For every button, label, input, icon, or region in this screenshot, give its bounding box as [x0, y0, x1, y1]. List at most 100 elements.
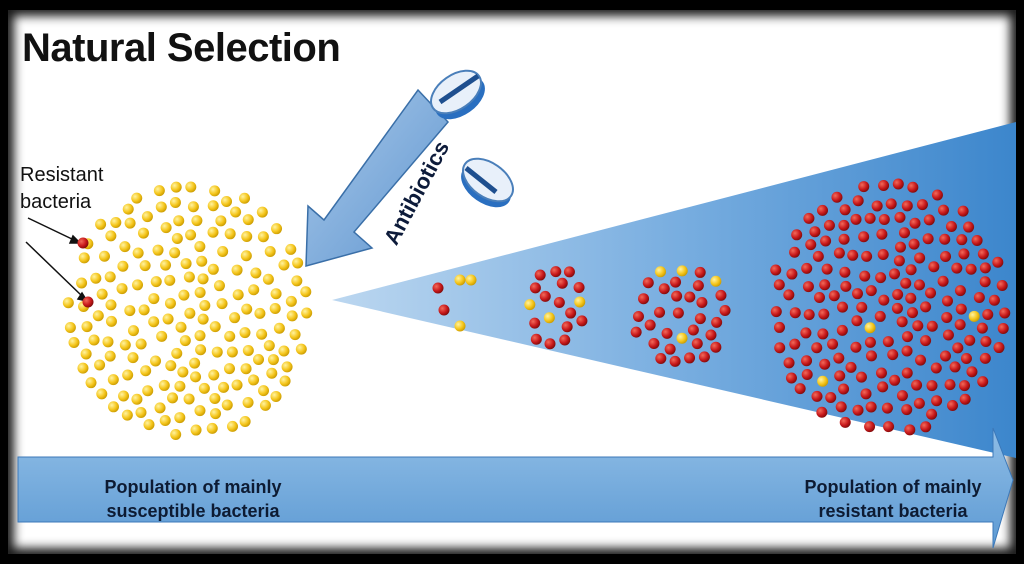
- resistant-bacterium: [865, 350, 877, 362]
- resistant-bacterium: [964, 334, 976, 346]
- susceptible-bacterium: [281, 361, 293, 373]
- susceptible-bacterium: [267, 354, 279, 366]
- resistant-bacterium: [783, 289, 795, 301]
- resistant-bacterium: [828, 290, 840, 302]
- susceptible-bacterium: [258, 385, 270, 397]
- resistant-bacterium: [559, 334, 571, 346]
- susceptible-bacterium: [195, 344, 207, 356]
- susceptible-bacterium: [226, 420, 238, 432]
- resistant-bacterium: [955, 303, 967, 315]
- resistant-bacterium: [785, 372, 797, 384]
- resistant-bacterium: [827, 338, 839, 350]
- resistant-bacterium: [926, 408, 938, 420]
- resistant-bacterium: [931, 189, 943, 201]
- susceptible-bacterium: [135, 407, 147, 419]
- susceptible-bacterium: [207, 263, 219, 275]
- right-caption: Population of mainly resistant bacteria: [778, 475, 1008, 523]
- susceptible-bacterium: [259, 399, 271, 411]
- susceptible-bacterium: [187, 201, 199, 213]
- susceptible-bacterium: [170, 181, 182, 193]
- resistant-bacterium: [544, 338, 556, 350]
- resistant-bacterium: [669, 355, 681, 367]
- natural-selection-diagram: [17, 69, 1016, 549]
- resistant-bacterium: [999, 307, 1011, 319]
- resistant-bacterium: [573, 281, 585, 293]
- resistant-bacterium: [941, 295, 953, 307]
- susceptible-bacterium: [207, 200, 219, 212]
- susceptible-bacterium: [224, 330, 236, 342]
- resistant-bacterium: [783, 357, 795, 369]
- susceptible-bacterium: [194, 241, 206, 253]
- page-title: Natural Selection: [22, 26, 341, 70]
- susceptible-bacterium: [185, 229, 197, 241]
- resistant-bacterium: [819, 358, 831, 370]
- resistant-bacterium: [556, 277, 568, 289]
- resistant-bacterium: [825, 392, 837, 404]
- susceptible-bacterium: [208, 369, 220, 381]
- susceptible-bacterium: [178, 289, 190, 301]
- susceptible-bacterium: [197, 313, 209, 325]
- susceptible-bacterium: [104, 350, 116, 362]
- resistant-bacterium: [926, 380, 938, 392]
- resistant-bacterium: [850, 341, 862, 353]
- susceptible-bacterium: [62, 297, 74, 309]
- susceptible-bacterium: [242, 344, 254, 356]
- susceptible-bacterium: [239, 327, 251, 339]
- susceptible-bacterium: [153, 185, 165, 197]
- susceptible-bacterium: [185, 181, 197, 193]
- susceptible-bacterium: [165, 360, 177, 372]
- resistant-bacterium: [949, 361, 961, 373]
- resistant-bacterium: [920, 335, 932, 347]
- susceptible-bacterium: [215, 215, 227, 227]
- resistant-bacterium: [900, 277, 912, 289]
- resistant-bacterium: [561, 321, 573, 333]
- susceptible-bacterium: [210, 408, 222, 420]
- susceptible-bacterium: [968, 310, 980, 322]
- resistant-bacterium: [859, 270, 871, 282]
- resistant-bacterium: [892, 178, 904, 190]
- susceptible-bacterium: [96, 288, 108, 300]
- resistant-bacterium: [960, 353, 972, 365]
- susceptible-bacterium: [232, 289, 244, 301]
- resistant-bacterium: [529, 317, 541, 329]
- resistant-bacterium: [937, 204, 949, 216]
- resistant-bacterium: [875, 272, 887, 284]
- resistant-bacterium: [875, 367, 887, 379]
- resistant-bacterium: [913, 397, 925, 409]
- susceptible-bacterium: [211, 346, 223, 358]
- susceptible-bacterium: [105, 315, 117, 327]
- resistant-bacterium: [698, 351, 710, 363]
- resistant-bacterium: [809, 226, 821, 238]
- susceptible-bacterium: [242, 397, 254, 409]
- susceptible-bacterium: [295, 343, 307, 355]
- resistant-bacterium: [812, 250, 824, 262]
- susceptible-bacterium: [190, 424, 202, 436]
- resistant-bacterium: [851, 288, 863, 300]
- resistant-bacterium: [711, 316, 723, 328]
- susceptible-bacterium: [301, 307, 313, 319]
- susceptible-bacterium: [105, 299, 117, 311]
- susceptible-bacterium: [68, 337, 80, 349]
- resistant-bacterium: [963, 221, 975, 233]
- resistant-bacterium: [966, 366, 978, 378]
- resistant-bacterium: [845, 361, 857, 373]
- susceptible-bacterium: [141, 211, 153, 223]
- susceptible-bacterium: [465, 274, 477, 286]
- susceptible-bacterium: [169, 247, 181, 259]
- resistant-bacterium: [852, 195, 864, 207]
- resistant-bacterium: [770, 264, 782, 276]
- resistant-bacterium: [931, 395, 943, 407]
- resistant-bacterium: [882, 336, 894, 348]
- resistant-bacterium: [885, 198, 897, 210]
- susceptible-bacterium: [132, 279, 144, 291]
- resistant-bacterium: [954, 285, 966, 297]
- susceptible-bacterium: [122, 203, 134, 215]
- resistant-bacterium: [553, 297, 565, 309]
- resistant-bacterium: [838, 219, 850, 231]
- resistant-bacterium: [865, 401, 877, 413]
- resistant-bacterium: [947, 400, 959, 412]
- resistant-bacterium: [855, 371, 867, 383]
- susceptible-bacterium: [170, 428, 182, 440]
- resistant-bacterium: [878, 294, 890, 306]
- resistant-bacterium: [438, 304, 450, 316]
